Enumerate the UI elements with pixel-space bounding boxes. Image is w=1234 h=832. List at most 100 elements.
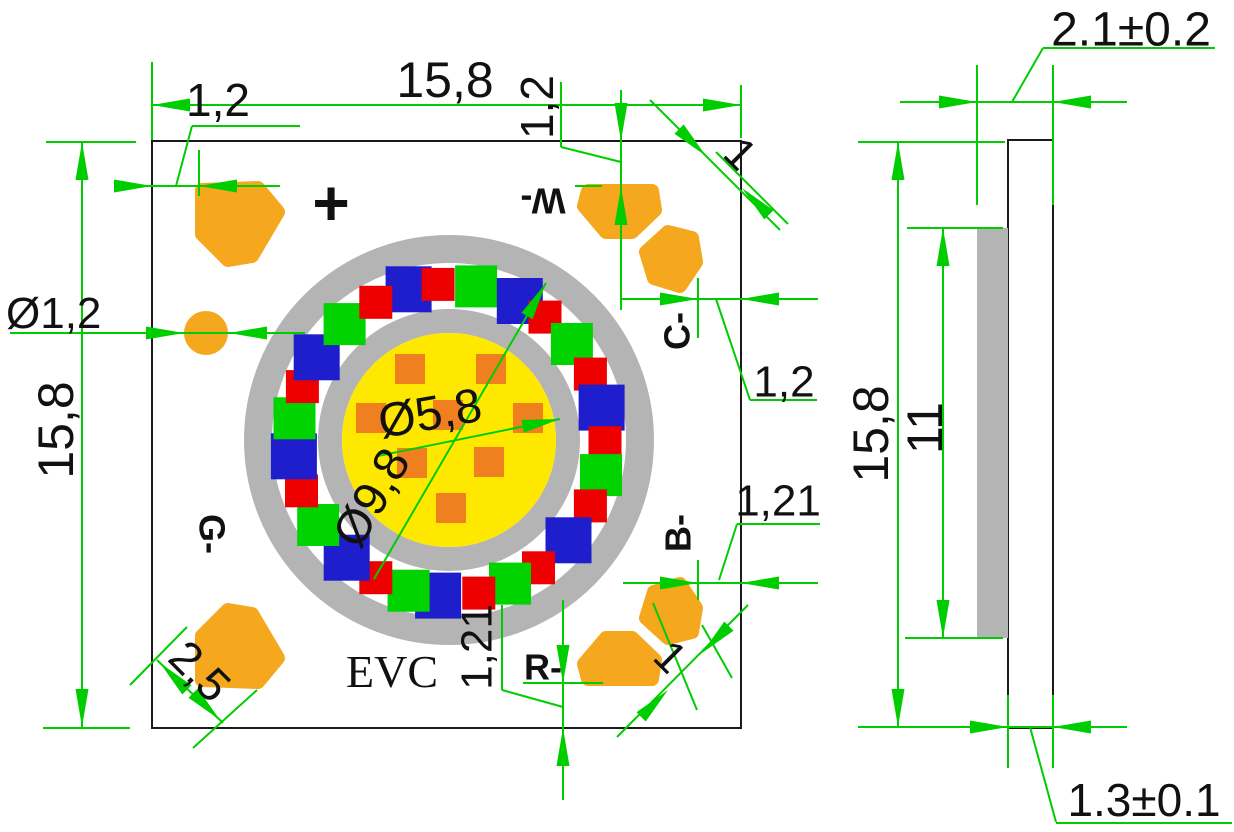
dimension-line	[560, 146, 622, 163]
emitter-area	[244, 235, 654, 645]
dim-side-height: 15,8	[843, 385, 899, 482]
led-chip-r	[588, 426, 622, 460]
dim-pad-inset-top: 1,2	[511, 75, 563, 139]
led-chip-g	[580, 454, 622, 497]
dimension-arrowhead	[614, 187, 628, 225]
dimension-arrowhead	[703, 98, 741, 112]
dimension-line	[129, 626, 188, 686]
dimension-arrowhead	[891, 689, 905, 727]
label-c-minus: C-	[657, 312, 698, 350]
dimension-line	[1011, 47, 1044, 103]
dimension-arrowhead	[891, 142, 905, 180]
dim-left-height: 15,8	[28, 381, 84, 478]
led-chip-g	[323, 303, 366, 346]
dimension-arrowhead	[702, 621, 734, 653]
dim-pad-inset-top-left: 1,2	[186, 74, 250, 126]
side-emitter-strip	[977, 228, 1008, 638]
dimension-arrowhead	[521, 283, 546, 320]
dim-hole-diameter: Ø1,2	[6, 289, 101, 338]
led-chip-g	[455, 265, 498, 308]
dimension-arrowhead	[741, 576, 779, 590]
dimension-arrowhead	[674, 124, 706, 156]
dimension-arrowhead	[199, 179, 237, 193]
die-chip	[356, 403, 386, 433]
dimension-arrowhead	[556, 728, 570, 766]
dimension-arrows	[75, 95, 1091, 766]
dimension-arrowhead	[146, 326, 184, 340]
pad-right-c	[639, 225, 703, 293]
solder-pads	[195, 181, 703, 689]
dimension-line	[175, 125, 193, 187]
die-chip	[474, 447, 504, 477]
dimension-arrowhead	[152, 98, 190, 112]
pad-bottom-left	[195, 603, 285, 689]
dimension-line	[715, 298, 751, 401]
dimension-arrowhead	[636, 690, 668, 722]
dimension-arrowhead	[939, 95, 977, 109]
dimension-arrowhead	[556, 645, 570, 683]
dimension-arrowhead	[521, 419, 560, 433]
die-chip	[395, 354, 425, 384]
led-chip-g	[489, 562, 531, 605]
dimension-line	[373, 282, 547, 580]
dimension-arrowhead	[970, 720, 1008, 734]
dimension-arrowhead	[75, 142, 89, 180]
pad-bottom-r	[577, 631, 662, 686]
outer-gray-ring	[244, 235, 654, 645]
pcb-side-view	[977, 139, 1054, 729]
dimension-line	[192, 689, 258, 749]
dim-pad-inset-bottom-right: 1,21	[735, 477, 821, 526]
pad-top-left	[195, 181, 285, 267]
label-r-minus: R-	[524, 647, 562, 688]
led-chip-g	[297, 504, 340, 546]
dimension-line	[1029, 726, 1057, 823]
side-board-outline	[1007, 139, 1054, 729]
led-chip-b	[270, 433, 317, 480]
dimension-line	[501, 689, 564, 708]
led-chip-b	[578, 384, 625, 431]
die-chip	[397, 448, 427, 478]
pcb-front-view: + W- C- B- R- G- EVC	[151, 140, 742, 729]
dimension-arrowhead	[742, 188, 774, 220]
dimension-arrowhead	[936, 600, 950, 638]
dimension-arrowhead	[936, 228, 950, 266]
dimension-arrowhead	[660, 292, 698, 306]
dimension-arrowhead	[188, 688, 220, 720]
dimension-line	[718, 523, 738, 581]
dimension-arrowhead	[660, 576, 698, 590]
led-chip-r	[462, 576, 496, 610]
dimension-arrowhead	[75, 689, 89, 727]
label-g-minus: G-	[192, 514, 233, 554]
led-chip-g	[273, 397, 316, 440]
dimension-line	[701, 624, 733, 679]
dimension-line	[652, 602, 698, 711]
led-chip-r	[359, 285, 393, 319]
label-plus: +	[312, 167, 349, 239]
label-b-minus: B-	[658, 514, 699, 552]
dimension-line	[715, 151, 789, 225]
dimension-arrowhead	[229, 326, 267, 340]
phosphor-area	[342, 333, 556, 547]
dim-board-thickness: 1.3±0.1	[1067, 774, 1220, 826]
die-chip	[433, 400, 463, 430]
inner-gray-ring	[318, 309, 580, 571]
led-chip-g	[387, 569, 430, 612]
dim-pad-inset-right: 1,2	[753, 358, 814, 407]
dimension-arrowhead	[741, 292, 779, 306]
die-chip	[436, 493, 466, 523]
dimension-arrowhead	[114, 179, 152, 193]
dimension-arrowhead	[160, 663, 192, 695]
label-w-minus: W-	[520, 181, 565, 222]
dimension-arrowhead	[614, 103, 628, 141]
dim-emitter-height: 11	[897, 402, 953, 454]
led-chip-r	[285, 474, 318, 508]
led-chip-r	[573, 489, 607, 523]
dimension-arrowhead	[1053, 95, 1091, 109]
die-leds	[356, 354, 543, 523]
dim-top-width: 15,8	[396, 52, 493, 108]
led-chip-r	[421, 267, 455, 301]
dimension-arrowhead	[1053, 720, 1091, 734]
pad-right-b	[639, 577, 703, 645]
